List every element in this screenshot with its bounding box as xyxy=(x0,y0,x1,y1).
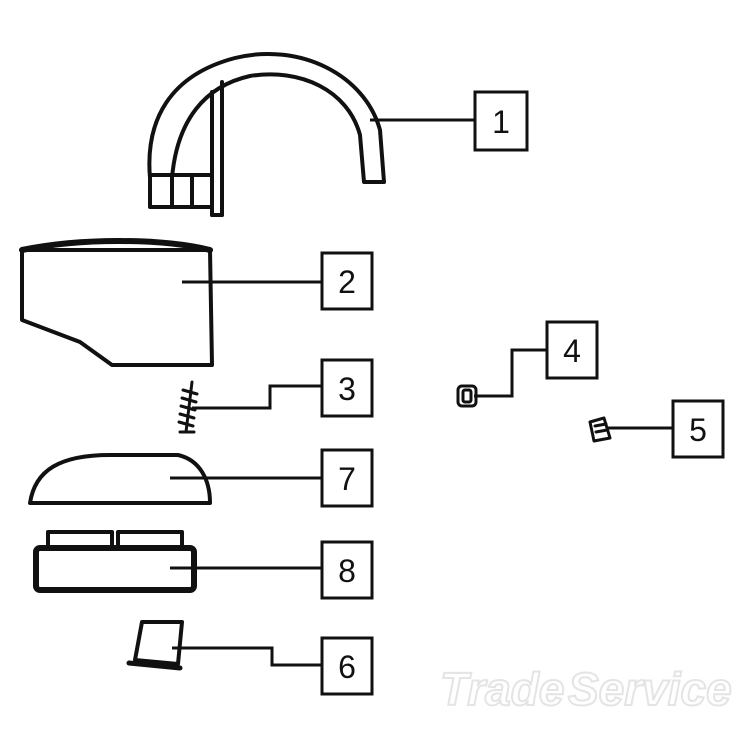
part-4-cap xyxy=(456,384,478,408)
callout-6: 6 xyxy=(320,636,374,696)
watermark-word-trade: Trade xyxy=(440,663,564,715)
callout-6-label: 6 xyxy=(338,649,356,685)
callout-7-label: 7 xyxy=(338,461,356,497)
callout-1-label: 1 xyxy=(492,104,510,140)
callout-7: 7 xyxy=(320,448,374,508)
leader-lines xyxy=(170,118,673,667)
callout-5: 5 xyxy=(671,399,725,459)
leader-line-3 xyxy=(192,384,322,410)
leader-line-6 xyxy=(172,646,322,667)
leader-line-4 xyxy=(474,348,547,398)
part-8-base xyxy=(33,530,197,593)
callout-4-label: 4 xyxy=(563,333,581,369)
part-6-cartridge xyxy=(126,620,184,671)
callout-2: 2 xyxy=(320,251,374,311)
callout-8: 8 xyxy=(320,540,374,600)
callout-5-label: 5 xyxy=(689,412,707,448)
callout-4: 4 xyxy=(545,320,599,380)
part-5-insert xyxy=(588,416,612,443)
watermark: Trade Service xyxy=(439,662,733,716)
callout-3-label: 3 xyxy=(338,371,356,407)
callout-1: 1 xyxy=(473,90,529,152)
callout-8-label: 8 xyxy=(338,553,356,589)
callout-2-label: 2 xyxy=(338,264,356,300)
part-1-spout xyxy=(147,52,386,217)
callout-3: 3 xyxy=(320,358,374,418)
part-2-handle-body xyxy=(19,238,214,367)
watermark-word-service: Service xyxy=(568,663,732,715)
part-7-dome-cover xyxy=(28,453,212,505)
part-3-screw xyxy=(177,380,199,434)
